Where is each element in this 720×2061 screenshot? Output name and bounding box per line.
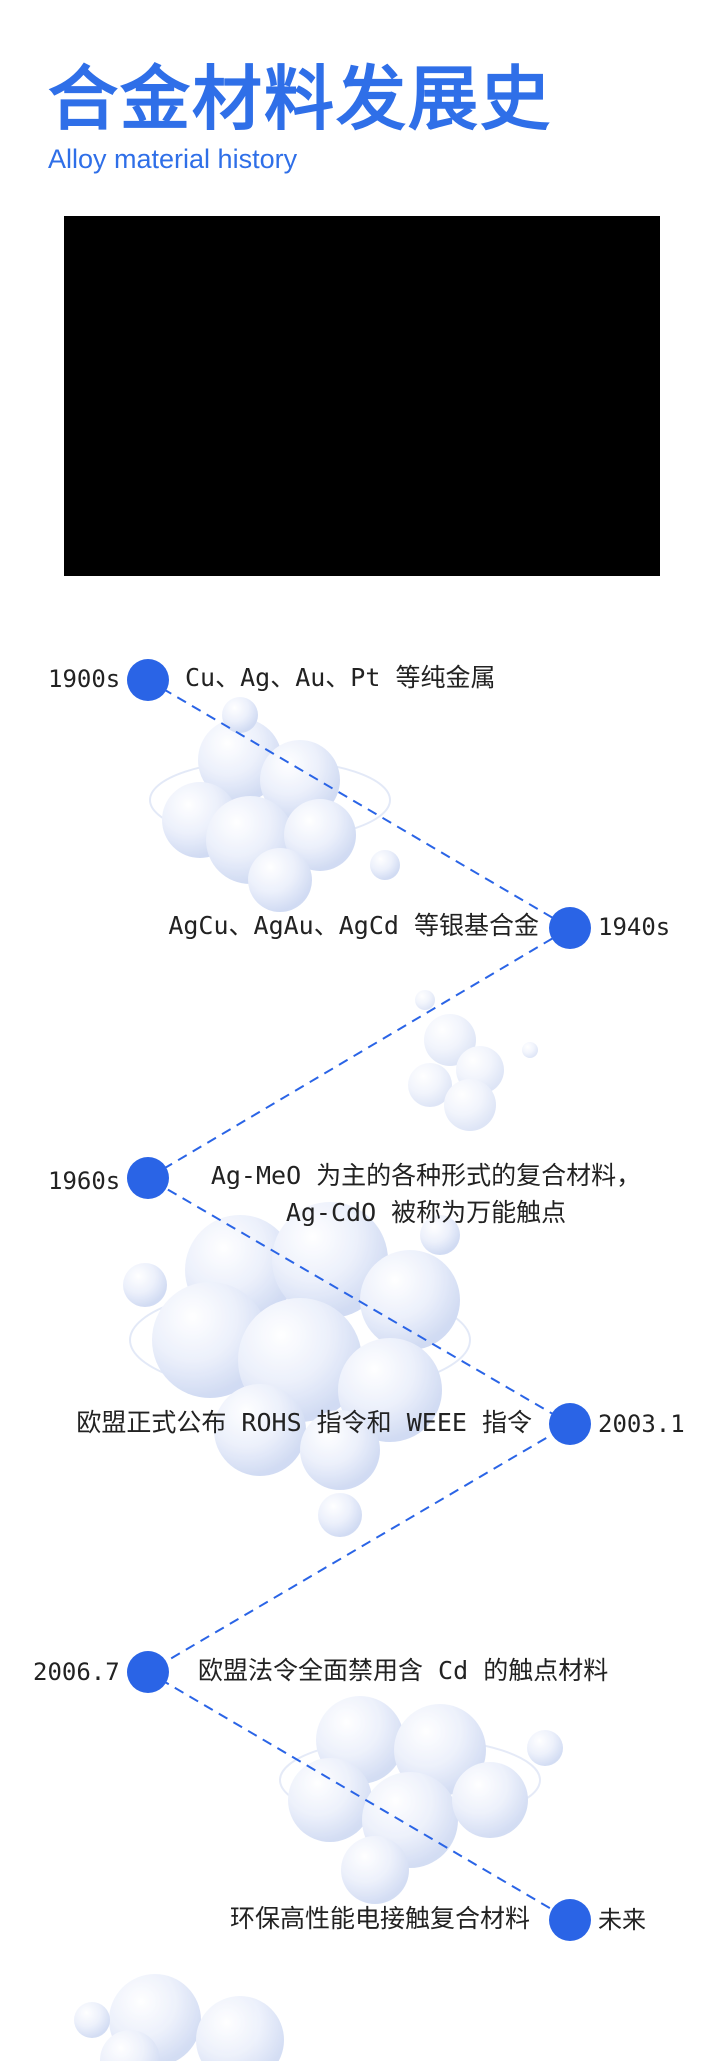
timeline-description: 欧盟正式公布 ROHS 指令和 WEEE 指令 <box>76 1408 532 1437</box>
timeline-description-line-1: Ag-MeO 为主的各种形式的复合材料， <box>210 1161 642 1190</box>
molecule-cluster <box>149 697 400 912</box>
timeline-description: 欧盟法令全面禁用含 Cd 的触点材料 <box>198 1656 609 1685</box>
timeline-year: 未来 <box>598 1906 646 1934</box>
timeline-description-line-2: Ag-CdO 被称为万能触点 <box>285 1198 567 1227</box>
timeline-dot <box>127 1651 169 1693</box>
timeline-description: 环保高性能电接触复合材料 <box>229 1904 530 1933</box>
timeline-year: 1940s <box>598 913 671 941</box>
timeline-year: 2006.7 <box>33 1658 120 1686</box>
timeline-dot <box>549 907 591 949</box>
timeline-description: Cu、Ag、Au、Pt 等纯金属 <box>185 663 496 692</box>
timeline-year: 1960s <box>48 1167 121 1195</box>
timeline-dot <box>127 1157 169 1199</box>
timeline-dashed-line <box>146 679 572 1921</box>
timeline-dot <box>127 659 169 701</box>
page-subtitle: Alloy material history <box>48 144 298 174</box>
page-title: 合金材料发展史 <box>48 58 552 140</box>
timeline-dot <box>549 1403 591 1445</box>
timeline-dot <box>549 1899 591 1941</box>
molecule-cluster <box>279 1696 563 1904</box>
video-player[interactable] <box>64 216 660 576</box>
timeline-description: AgCu、AgAu、AgCd 等银基合金 <box>168 911 539 940</box>
timeline-year: 2003.1 <box>598 1410 685 1438</box>
molecule-cluster <box>408 990 538 1131</box>
molecule-cluster <box>123 1202 471 1537</box>
molecule-cluster <box>74 1974 284 2061</box>
timeline-year: 1900s <box>48 665 121 693</box>
